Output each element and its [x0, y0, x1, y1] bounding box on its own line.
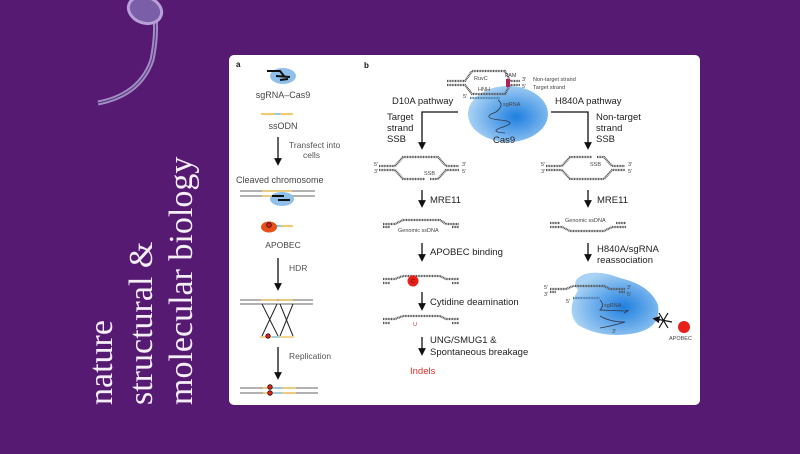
target-strand-label: Target strand [533, 85, 565, 91]
panel-b: b RuvC HNH PAM 3' 5' Non-target strand T… [364, 61, 692, 377]
right-ssb-line-2: strand [596, 123, 622, 134]
reassociation-label-1: H840A/sgRNA [597, 244, 659, 255]
cleaved-chromosome-icon [240, 190, 315, 206]
transfect-label-2: cells [303, 150, 320, 160]
replication-label: Replication [289, 351, 331, 361]
hdr-crossover-icon [240, 299, 313, 339]
apobec-label-a: APOBEC [265, 240, 300, 250]
right-bubble-3prime-r: 3' [628, 162, 632, 168]
arrow-d10a [418, 111, 458, 150]
transfect-label-1: Transfect into [289, 140, 340, 150]
d10a-pathway-label: D10A pathway [392, 96, 454, 107]
sgrna-label-bottom: sgRNA [604, 303, 622, 309]
left-bubble-5prime: 5' [374, 162, 378, 168]
reassoc-3prime-r: 3' [627, 285, 631, 291]
right-ssb-mark: SSB [590, 162, 601, 168]
u-base-label: U [413, 322, 417, 328]
genomic-ssdna-right [550, 221, 626, 233]
top-5prime-inner: 5' [463, 94, 467, 100]
hnh-label: HNH [478, 87, 490, 93]
blocked-arrow-icon [652, 312, 673, 329]
apobec-label-b: APOBEC [669, 336, 692, 342]
left-bubble-5prime-r: 5' [462, 169, 466, 175]
indels-label: Indels [410, 366, 436, 377]
sgrna-cas9-icon [267, 68, 296, 84]
top-3prime: 3' [522, 77, 526, 83]
reassoc-5prime-inner: 5' [566, 299, 570, 305]
left-ssb-line-2: strand [387, 123, 413, 134]
right-bubble-3prime: 3' [541, 169, 545, 175]
non-target-strand-label: Non-target strand [533, 77, 576, 83]
left-bubble-3prime-r: 3' [462, 162, 466, 168]
left-bubble-3prime: 3' [374, 169, 378, 175]
right-bubble-5prime: 5' [541, 162, 545, 168]
ruvc-label: RuvC [474, 76, 488, 82]
right-bubble-5prime-r: 5' [628, 169, 632, 175]
h840a-pathway-label: H840A pathway [555, 96, 622, 107]
apobec-enzyme-bound [407, 275, 419, 287]
pam-label: PAM [505, 73, 517, 79]
mre11-right-label: MRE11 [597, 195, 628, 206]
right-ssb-line-3: SSB [596, 134, 615, 145]
journal-name-line-1: nature [83, 320, 120, 405]
ssodn-label: ssODN [269, 121, 298, 131]
reassociation-label-2: reassociation [597, 255, 653, 266]
left-ssb-mark: SSB [424, 171, 435, 177]
cas9-reassociated [550, 272, 659, 335]
cleaved-chromosome-label: Cleaved chromosome [236, 175, 324, 185]
genomic-ssdna-right-label: Genomic ssDNA [565, 218, 606, 224]
journal-name-line-2: structural & [123, 242, 160, 405]
uracil-ssdna [383, 314, 459, 325]
ung-label-2: Spontaneous breakage [430, 347, 528, 358]
panel-a-label: a [236, 60, 241, 69]
cas9-complex-top [447, 69, 548, 142]
journal-logo: nature structural & molecular biology [83, 0, 200, 405]
replicated-chromosome-icon [240, 384, 318, 396]
reassoc-5prime-r: 5' [627, 292, 631, 298]
reassoc-3prime: 3' [544, 292, 548, 298]
cas9-label: Cas9 [493, 135, 515, 146]
panel-a: a sgRNA–Cas9 ssODN Transfect into cells … [236, 60, 340, 396]
top-5prime: 5' [522, 84, 526, 90]
left-ssb-line-3: SSB [387, 134, 406, 145]
apobec-enzyme-free [678, 321, 690, 333]
microscope-icon [97, 0, 164, 106]
c-base-label: C [411, 279, 415, 285]
arrow-h840a [551, 111, 592, 150]
dna-bubble-left [379, 155, 459, 181]
left-ssb-line-1: Target [387, 112, 414, 123]
ung-label-1: UNG/SMUG1 & [430, 335, 497, 346]
reassoc-5prime: 5' [544, 285, 548, 291]
dna-bubble-right [546, 155, 625, 181]
hdr-label: HDR [289, 263, 307, 273]
apobec-binding-label: APOBEC binding [430, 247, 503, 258]
apobec-bound-ssdna [383, 274, 459, 285]
apobec-icon [261, 221, 293, 233]
sgrna-cas9-label: sgRNA–Cas9 [256, 90, 311, 100]
sgrna-label-top: sgRNA [503, 102, 521, 108]
sgrna-3prime-bottom: 3' [612, 329, 616, 335]
journal-name-line-3: molecular biology [163, 157, 200, 405]
genomic-ssdna-left [383, 218, 459, 229]
panel-b-label: b [364, 61, 369, 70]
cytidine-deamination-label: Cytidine deamination [430, 297, 519, 308]
mre11-left-label: MRE11 [430, 195, 461, 206]
genomic-ssdna-left-label: Genomic ssDNA [398, 228, 439, 234]
right-ssb-line-1: Non-target [596, 112, 641, 123]
